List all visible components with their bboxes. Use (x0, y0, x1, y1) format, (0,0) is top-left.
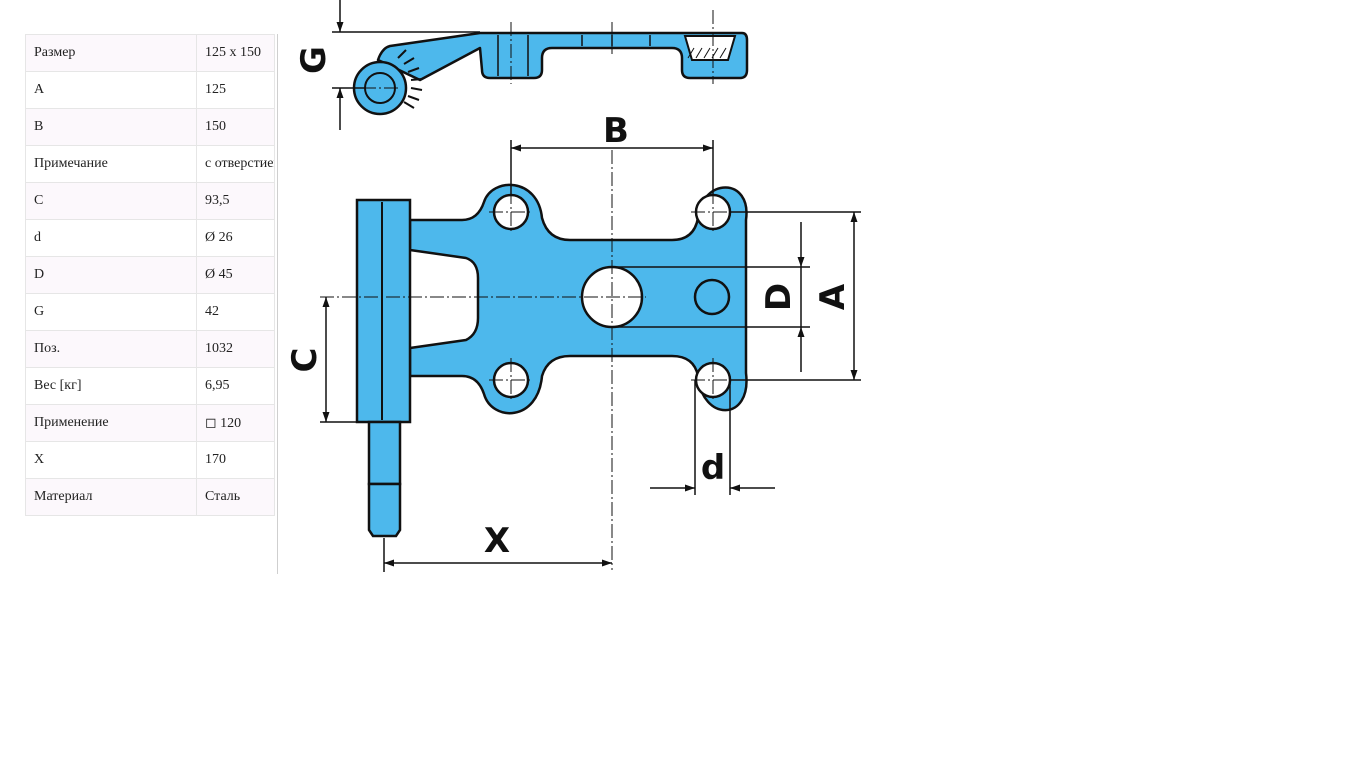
dim-d-large: D (612, 222, 810, 372)
dim-c: C (285, 297, 366, 423)
hinge-barrel (355, 198, 412, 424)
hinge-pin-tip (367, 482, 402, 538)
spec-row: Вес [кг]6,95 (25, 367, 275, 405)
dim-label-x: X (484, 521, 510, 561)
spec-key: D (25, 256, 197, 294)
spec-row: Применение◻ 120 (25, 404, 275, 442)
spec-value: 42 (196, 293, 275, 331)
spec-value: с отверстием (196, 145, 275, 183)
spec-value: Ø 45 (196, 256, 275, 294)
spec-value: 150 (196, 108, 275, 146)
spec-value: Сталь (196, 478, 275, 516)
dim-label-g: G (294, 46, 334, 74)
dim-b: B (510, 111, 714, 195)
hinge-pin (367, 420, 402, 486)
side-view-hatch (687, 47, 727, 59)
dim-label-d-large: D (759, 283, 799, 311)
spec-value: 1032 (196, 330, 275, 368)
spec-key: B (25, 108, 197, 146)
spec-key: G (25, 293, 197, 331)
blind-hole (693, 278, 731, 316)
dim-label-b: B (603, 111, 629, 151)
spec-key: A (25, 71, 197, 109)
column-divider (277, 34, 278, 574)
spec-key: d (25, 219, 197, 257)
side-view-centerlines (362, 10, 714, 89)
spec-value: 170 (196, 441, 275, 479)
spec-key: Поз. (25, 330, 197, 368)
side-view-body (376, 31, 749, 82)
spec-value: Ø 26 (196, 219, 275, 257)
spec-value: 125 (196, 71, 275, 109)
spec-value: 125 x 150 (196, 34, 275, 72)
dim-d-small: d (650, 380, 775, 495)
spec-value: 6,95 (196, 367, 275, 405)
plan-centerlines (320, 150, 735, 570)
technical-drawing: G B C (285, 0, 861, 572)
dim-a: A (730, 211, 861, 381)
spec-value: ◻ 120 (196, 404, 275, 442)
plan-view: B C D A d (285, 111, 861, 572)
dim-label-a: A (813, 283, 853, 310)
spec-key: Примечание (25, 145, 197, 183)
spec-key: C (25, 182, 197, 220)
dim-x: X (383, 521, 612, 572)
spec-value: 93,5 (196, 182, 275, 220)
spec-key: Материал (25, 478, 197, 516)
dim-g: G (294, 0, 480, 130)
side-view: G (294, 0, 749, 130)
spec-row: Поз.1032 (25, 330, 275, 368)
spec-key: Размер (25, 34, 197, 72)
spec-key: Вес [кг] (25, 367, 197, 405)
side-view-serrations (397, 49, 423, 109)
dim-label-c: C (285, 348, 325, 373)
spec-key: X (25, 441, 197, 479)
spec-key: Применение (25, 404, 197, 442)
dim-label-d-small: d (701, 448, 725, 488)
